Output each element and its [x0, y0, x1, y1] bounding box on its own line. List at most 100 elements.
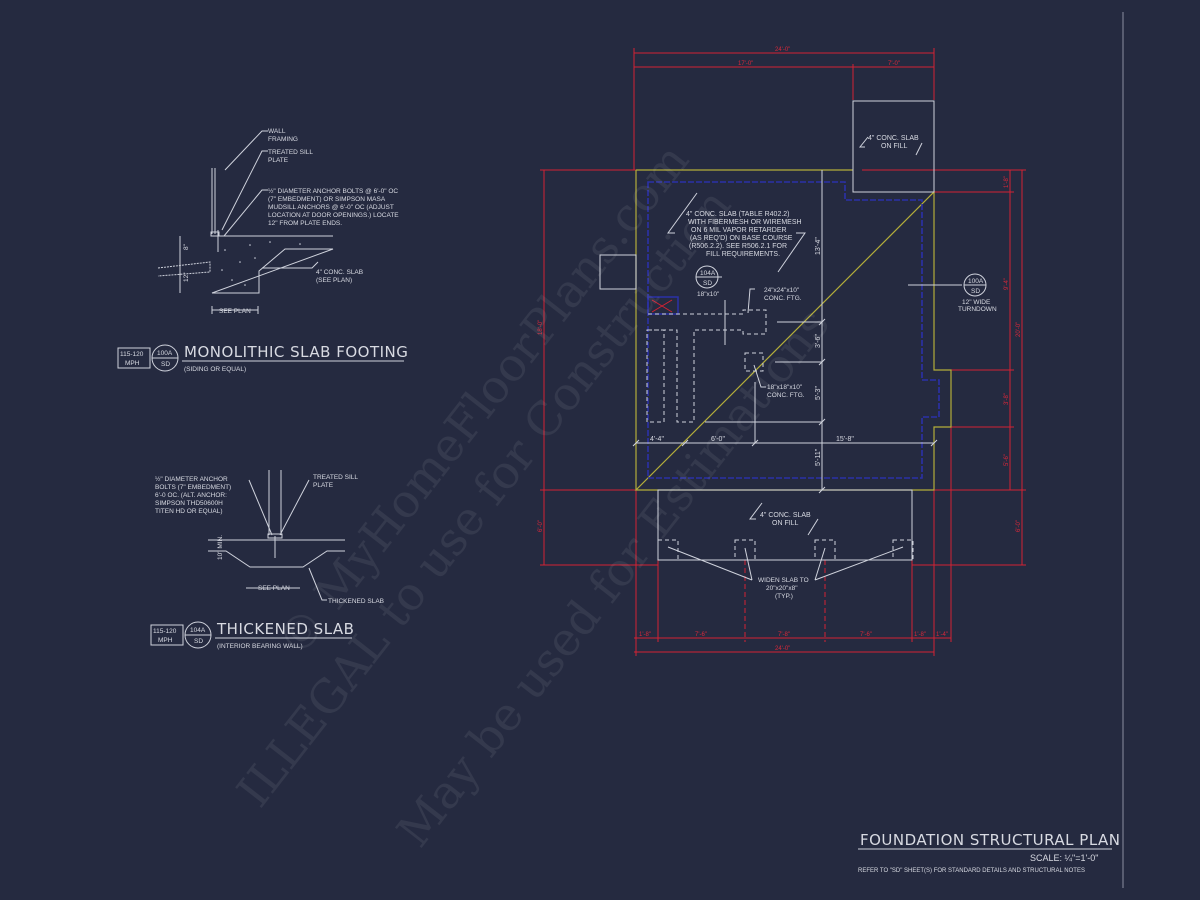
- dim-4-4: 4'-4": [650, 436, 664, 443]
- wind-speed: 115-120: [153, 628, 177, 635]
- wall-framing-label-2: FRAMING: [268, 136, 298, 143]
- detail-callout: 115-120 MPH 100A SD MONOLITHIC SLAB FOOT…: [117, 343, 408, 373]
- dim-right-c: 3'-8": [1004, 393, 1010, 405]
- wall-framing-label: WALL: [268, 128, 286, 135]
- dim-bottom-total: 24'-0": [775, 646, 790, 652]
- slab-note-2: (SEE PLAN): [316, 277, 352, 284]
- ref-104a: 104A: [700, 270, 716, 277]
- plan-title: FOUNDATION STRUCTURAL PLAN: [860, 831, 1121, 849]
- main-slab-note-4: (AS REQ'D) ON BASE COURSE: [690, 235, 793, 242]
- sill-plate-label-2: PLATE: [268, 157, 289, 164]
- dim-6-0: 6'-0": [711, 436, 725, 443]
- anchor-note-4: LOCATION AT DOOR OPENINGS.) LOCATE: [268, 212, 399, 219]
- plan-notes: 4" CONC. SLAB ON FILL 4" CONC. SLAB (TAB…: [667, 135, 997, 600]
- detail-ref-number: 100A: [157, 350, 173, 357]
- dim-bottom-c: 7'-8": [778, 632, 790, 638]
- dim-13-4: 13'-4": [815, 237, 822, 255]
- detail-subtitle: (SIDING OR EQUAL): [184, 366, 246, 373]
- anchor-note-3: MUDSILL ANCHORS @ 6'-0" OC (ADJUST: [268, 204, 394, 211]
- detail-ref-sheet: SD: [194, 638, 203, 645]
- main-slab-note-2: WITH FIBERMESH OR WIREMESH: [688, 219, 802, 226]
- ftg-24-note-1: 24"x24"x10": [764, 287, 800, 294]
- plan-scale: SCALE: ¼"=1'-0": [1030, 853, 1098, 863]
- slab-note-1: 4" CONC. SLAB: [316, 269, 363, 276]
- porch-slab-note-1: 4" CONC. SLAB: [760, 512, 811, 519]
- see-plan-label: SEE PLAN: [219, 308, 251, 315]
- wind-speed: 115-120: [120, 351, 144, 358]
- dim-bottom-a: 1'-8": [639, 632, 651, 638]
- dim-right-a: 1'-8": [1004, 176, 1010, 188]
- detail-ref-sheet: SD: [161, 361, 170, 368]
- bump-out: [599, 254, 637, 290]
- dim-right-b: 9'-4": [1004, 278, 1010, 290]
- ref-100a: 100A: [968, 278, 984, 285]
- top-slab-note-1: 4" CONC. SLAB: [868, 135, 919, 142]
- see-plan-label: SEE PLAN: [258, 585, 290, 592]
- anchor-note-5: TITEN HD OR EQUAL): [155, 508, 223, 515]
- interior-dimensions: 4'-4" 6'-0" 15'-8" 13'-4" 3'-6" 5'-3" 5'…: [632, 170, 938, 494]
- turndown-note-1: 12" WIDE: [962, 299, 991, 306]
- main-slab-note-3: ON 6 MIL VAPOR RETARDER: [691, 227, 787, 234]
- main-slab-note-6: FILL REQUIREMENTS.: [706, 251, 780, 258]
- detail-subtitle: (INTERIOR BEARING WALL): [217, 643, 303, 650]
- anchor-note-4: SIMPSON THD50600H: [155, 500, 223, 507]
- dim-bottom-d: 7'-6": [860, 632, 872, 638]
- ref-104a-sheet: SD: [703, 280, 712, 287]
- thickened-slab-label: THICKENED SLAB: [328, 598, 384, 605]
- detail-title: THICKENED SLAB: [216, 620, 354, 638]
- dim-right-porch: 6'-0": [1016, 520, 1022, 532]
- ftg-18-note-2: CONC. FTG.: [767, 392, 805, 399]
- widen-note-2: 20"x20"x8": [766, 585, 798, 592]
- foundation-plan: 24'-0" 17'-0" 7'-0" 18'-0" 6'-0" 1'-8" 9…: [538, 47, 1026, 656]
- main-slab-note-1: 4" CONC. SLAB (TABLE R402.2): [686, 211, 790, 218]
- dim-bottom-e: 1'-8": [914, 632, 926, 638]
- sill-plate-label: TREATED SILL: [313, 474, 358, 481]
- dim-3-6: 3'-6": [815, 334, 822, 348]
- dim-bottom-f: 1'-4": [936, 632, 948, 638]
- dim-12in: 12": [183, 272, 190, 282]
- main-slab-note-5: (R506.2.2). SEE R506.2.1 FOR: [689, 243, 787, 250]
- wind-unit: MPH: [158, 637, 173, 644]
- ftg-24-note-2: CONC. FTG.: [764, 295, 802, 302]
- red-dimensions: 24'-0" 17'-0" 7'-0" 18'-0" 6'-0" 1'-8" 9…: [538, 47, 1026, 656]
- turndown-note-2: TURNDOWN: [958, 306, 997, 313]
- ftg-18-note-1: 18"x18"x10": [767, 384, 803, 391]
- dim-bottom-b: 7'-6": [695, 632, 707, 638]
- widen-note-3: (TYP.): [775, 593, 793, 600]
- dim-top-b: 7'-0": [888, 61, 900, 67]
- detail-title: MONOLITHIC SLAB FOOTING: [184, 343, 408, 361]
- detail-monolithic-slab-footing: 8" 12" SEE PLAN WALL FRAMING TREATED SIL…: [117, 128, 408, 373]
- dim-right-d: 5'-6": [1004, 454, 1010, 466]
- title-block: FOUNDATION STRUCTURAL PLAN SCALE: ¼"=1'-…: [858, 831, 1121, 874]
- leaders: [221, 130, 319, 269]
- interior-footings: [646, 296, 914, 561]
- anchor-note-1: ½" DIAMETER ANCHOR: [155, 475, 228, 483]
- detail-thickened-slab: SEE PLAN 10" MIN. ½" DIAMETER ANCHOR BOL…: [150, 470, 384, 650]
- dim-left-a: 18'-0": [538, 320, 544, 335]
- anchor-note-5: 12" FROM PLATE ENDS.: [268, 220, 342, 227]
- anchor-note-2: (7" EMBEDMENT) OR SIMPSON MASA: [268, 196, 386, 203]
- sill-plate-label: TREATED SILL: [268, 149, 313, 156]
- slab-on-fill-top: [852, 100, 935, 193]
- dim-10in-min: 10" MIN.: [217, 535, 224, 560]
- ref-100a-sheet: SD: [971, 288, 980, 295]
- thickened-section: SEE PLAN 10" MIN.: [208, 470, 345, 592]
- porch-slab: [657, 489, 913, 561]
- widen-note-1: WIDEN SLAB TO: [758, 577, 809, 584]
- anchor-note-3: 6'-0 OC. (ALT. ANCHOR:: [155, 492, 227, 499]
- anchor-note-2: BOLTS (7" EMBEDMENT): [155, 484, 231, 491]
- dim-15-8: 15'-8": [836, 436, 854, 443]
- anchor-note-1: ½" DIAMETER ANCHOR BOLTS @ 6'-0" OC: [268, 187, 398, 195]
- dim-5-11: 5'-11": [815, 448, 822, 466]
- detail-ref-number: 104A: [190, 627, 206, 634]
- sill-plate-label-2: PLATE: [313, 482, 334, 489]
- wind-unit: MPH: [125, 360, 140, 367]
- detail-callout: 115-120 MPH 104A SD THICKENED SLAB (INTE…: [150, 620, 354, 650]
- slab-edge-dashed: [647, 181, 940, 479]
- ref-104a-size: 18"x10": [697, 291, 720, 298]
- dim-5-3: 5'-3": [815, 386, 822, 400]
- dim-right-total: 20'-0": [1016, 322, 1022, 337]
- dim-top-a: 17'-0": [738, 61, 753, 67]
- footing-section: 8" 12" SEE PLAN: [157, 168, 334, 315]
